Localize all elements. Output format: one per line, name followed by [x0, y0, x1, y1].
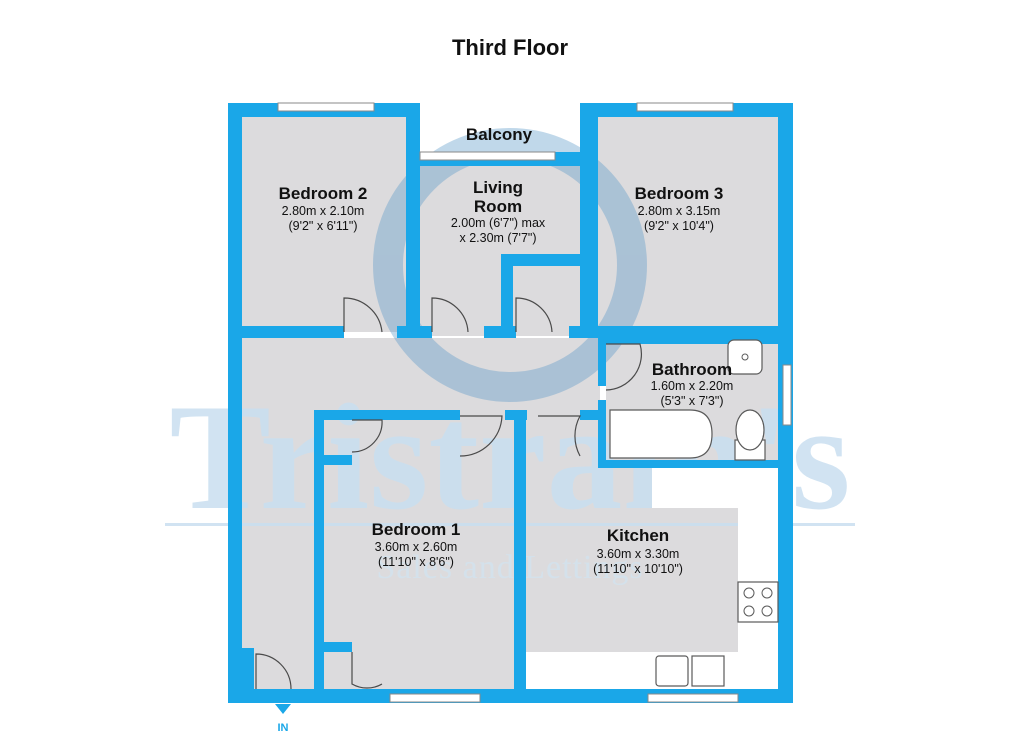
wall-living-bottom-a: [397, 326, 432, 338]
bathroom-fixtures: [609, 339, 766, 461]
hob-ring-icon: [761, 605, 773, 617]
door-entrance: [255, 653, 292, 690]
kitchen-dim-ft: (11'10" x 10'10"): [593, 562, 683, 576]
bedroom1-floor: [324, 418, 514, 690]
window-balcony-door: [419, 151, 556, 161]
bedroom3-name: Bedroom 3: [635, 184, 724, 203]
kitchen-counter-top: [652, 468, 778, 508]
walls: [228, 103, 793, 703]
door-bedroom1: [459, 415, 503, 457]
bedroom2-name: Bedroom 2: [279, 184, 368, 203]
drainer-icon: [691, 655, 725, 687]
entrance-marker: IN: [275, 704, 291, 734]
watermark-circle: [373, 128, 647, 402]
windows: [277, 102, 792, 703]
wall-cupboard-top: [314, 455, 352, 465]
living-room-name-line2: Room: [474, 197, 522, 216]
door-living-left: [431, 297, 469, 333]
basin-drain-icon: [741, 353, 749, 361]
window-bedroom3: [636, 102, 734, 112]
kitchen-name: Kitchen: [607, 526, 669, 545]
door-cupboard-lower: [351, 652, 383, 689]
washbasin-icon: [727, 339, 763, 375]
wall-bed1-left-top: [314, 410, 324, 470]
door-cupboard-upper: [351, 419, 383, 453]
door-living-right: [515, 297, 553, 333]
wall-bed2-bottom: [242, 326, 344, 338]
room-floors: [240, 117, 778, 690]
bedroom1-name: Bedroom 1: [372, 520, 461, 539]
wall-living-step: [501, 254, 598, 266]
window-bedroom1: [389, 693, 481, 703]
bathtub-icon: [609, 409, 713, 459]
living-room-dim-ft: x 2.30m (7'7"): [460, 231, 537, 245]
window-kitchen: [647, 693, 739, 703]
wall-bath-left: [598, 400, 606, 466]
hallway-floor: [240, 338, 600, 418]
hallway-lower-floor: [240, 418, 314, 690]
wall-living-bed3: [580, 117, 598, 336]
floor-title: Third Floor: [452, 35, 569, 60]
bathroom-dim-ft: (5'3" x 7'3"): [661, 394, 724, 408]
toilet-bowl-icon: [735, 409, 765, 451]
window-bedroom2: [277, 102, 375, 112]
bedroom2-dim-ft: (9'2" x 6'11"): [288, 219, 357, 233]
wall-living-inner: [501, 254, 513, 336]
wall-bed1-top: [314, 410, 460, 420]
kitchen-counter-right: [738, 508, 778, 652]
bathroom-dim-m: 1.60m x 2.20m: [651, 379, 734, 393]
wall-bed1-kitchen: [514, 410, 526, 689]
bedroom1-dim-m: 3.60m x 2.60m: [375, 540, 458, 554]
doors: [255, 297, 643, 690]
door-bathroom: [605, 343, 643, 391]
hob-ring-icon: [743, 587, 755, 599]
door-bedroom2: [343, 297, 383, 333]
wall-kitchen-top-b: [580, 410, 606, 420]
wall-bed2-living: [406, 103, 420, 336]
kitchen-counter-bottom: [526, 652, 778, 689]
wall-left: [228, 103, 242, 703]
wall-cupboard-bottom: [314, 642, 352, 652]
hob-icon: [737, 581, 779, 623]
bedroom3-floor: [598, 117, 778, 332]
watermark-tagline: Sales and Lettings: [376, 549, 643, 586]
bedroom3-dim-m: 2.80m x 3.15m: [638, 204, 721, 218]
balcony-name: Balcony: [466, 125, 533, 144]
bedroom3-dim-ft: (9'2" x 10'4"): [644, 219, 714, 233]
sink-icon: [655, 655, 689, 687]
watermark-rule: [165, 523, 855, 526]
bathroom-name: Bathroom: [652, 360, 732, 379]
living-room-dim-m: 2.00m (6'7") max: [451, 216, 546, 230]
entrance-arrow-icon: [275, 704, 291, 714]
wall-bath-left-top: [598, 344, 606, 386]
room-labels: Bedroom 2 2.80m x 2.10m (9'2" x 6'11") B…: [279, 125, 734, 576]
door-kitchen: [538, 415, 582, 457]
bedroom1-dim-ft: (11'10" x 8'6"): [378, 555, 454, 569]
wall-living-bottom-b: [484, 326, 516, 338]
hob-ring-icon: [761, 587, 773, 599]
wall-bath-bottom: [598, 460, 778, 468]
wall-bed3-bottom-a: [569, 326, 603, 338]
kitchen-fixtures: [526, 468, 779, 689]
kitchen-dim-m: 3.60m x 3.30m: [597, 547, 680, 561]
hob-ring-icon: [743, 605, 755, 617]
bedroom2-floor: [240, 117, 406, 332]
wall-entry-stub: [242, 648, 254, 689]
bedroom2-dim-m: 2.80m x 2.10m: [282, 204, 365, 218]
wall-bed1-left: [314, 455, 324, 689]
living-room-name-line1: Living: [473, 178, 523, 197]
entrance-label: IN: [278, 722, 289, 734]
window-bathroom: [782, 364, 792, 426]
